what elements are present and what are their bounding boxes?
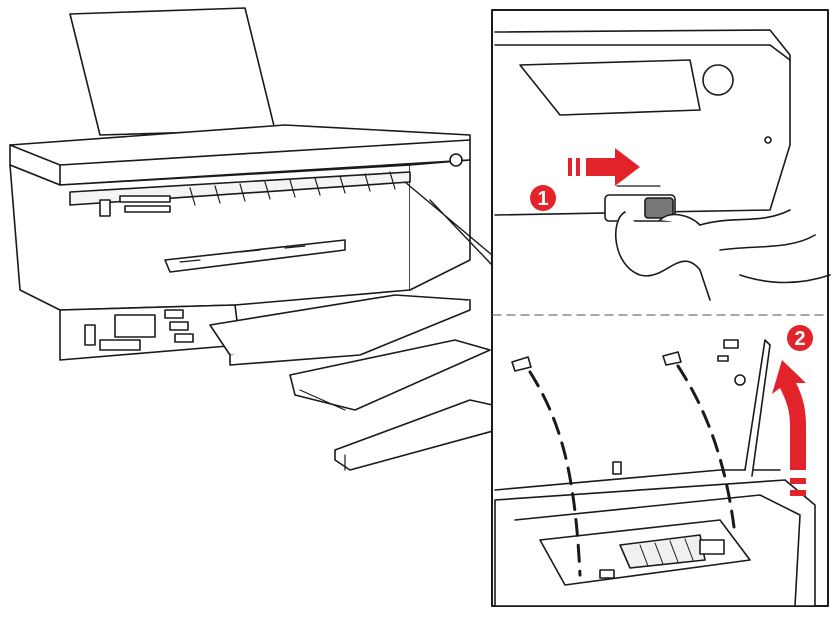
guide-path-left	[528, 370, 582, 577]
step-1-badge: 1	[530, 185, 556, 211]
paper-exit-slot	[164, 239, 346, 273]
right-hand	[699, 209, 831, 284]
callout-lines	[404, 181, 493, 266]
printer-overview	[9, 7, 516, 471]
support-hook-left	[511, 356, 532, 372]
open-scanner-detail: 2	[494, 325, 816, 607]
lift-arrow-icon	[772, 360, 806, 496]
paper-support	[69, 7, 276, 136]
control-panel	[59, 304, 241, 361]
cover-button	[702, 64, 734, 96]
power-button	[449, 153, 463, 167]
step-2-badge: 2	[787, 325, 813, 351]
step-2-number: 2	[794, 328, 805, 350]
step-1-number: 1	[537, 188, 548, 210]
detail-panel: 1	[491, 9, 831, 607]
output-tray	[209, 294, 516, 471]
support-hook-right	[662, 351, 682, 366]
finger	[614, 211, 711, 301]
lid-vents	[189, 171, 396, 206]
guide-path-right	[676, 364, 737, 537]
memory-card-slots	[99, 195, 171, 217]
cover-detail: 1	[494, 29, 831, 301]
slide-arrow-icon	[568, 148, 640, 186]
